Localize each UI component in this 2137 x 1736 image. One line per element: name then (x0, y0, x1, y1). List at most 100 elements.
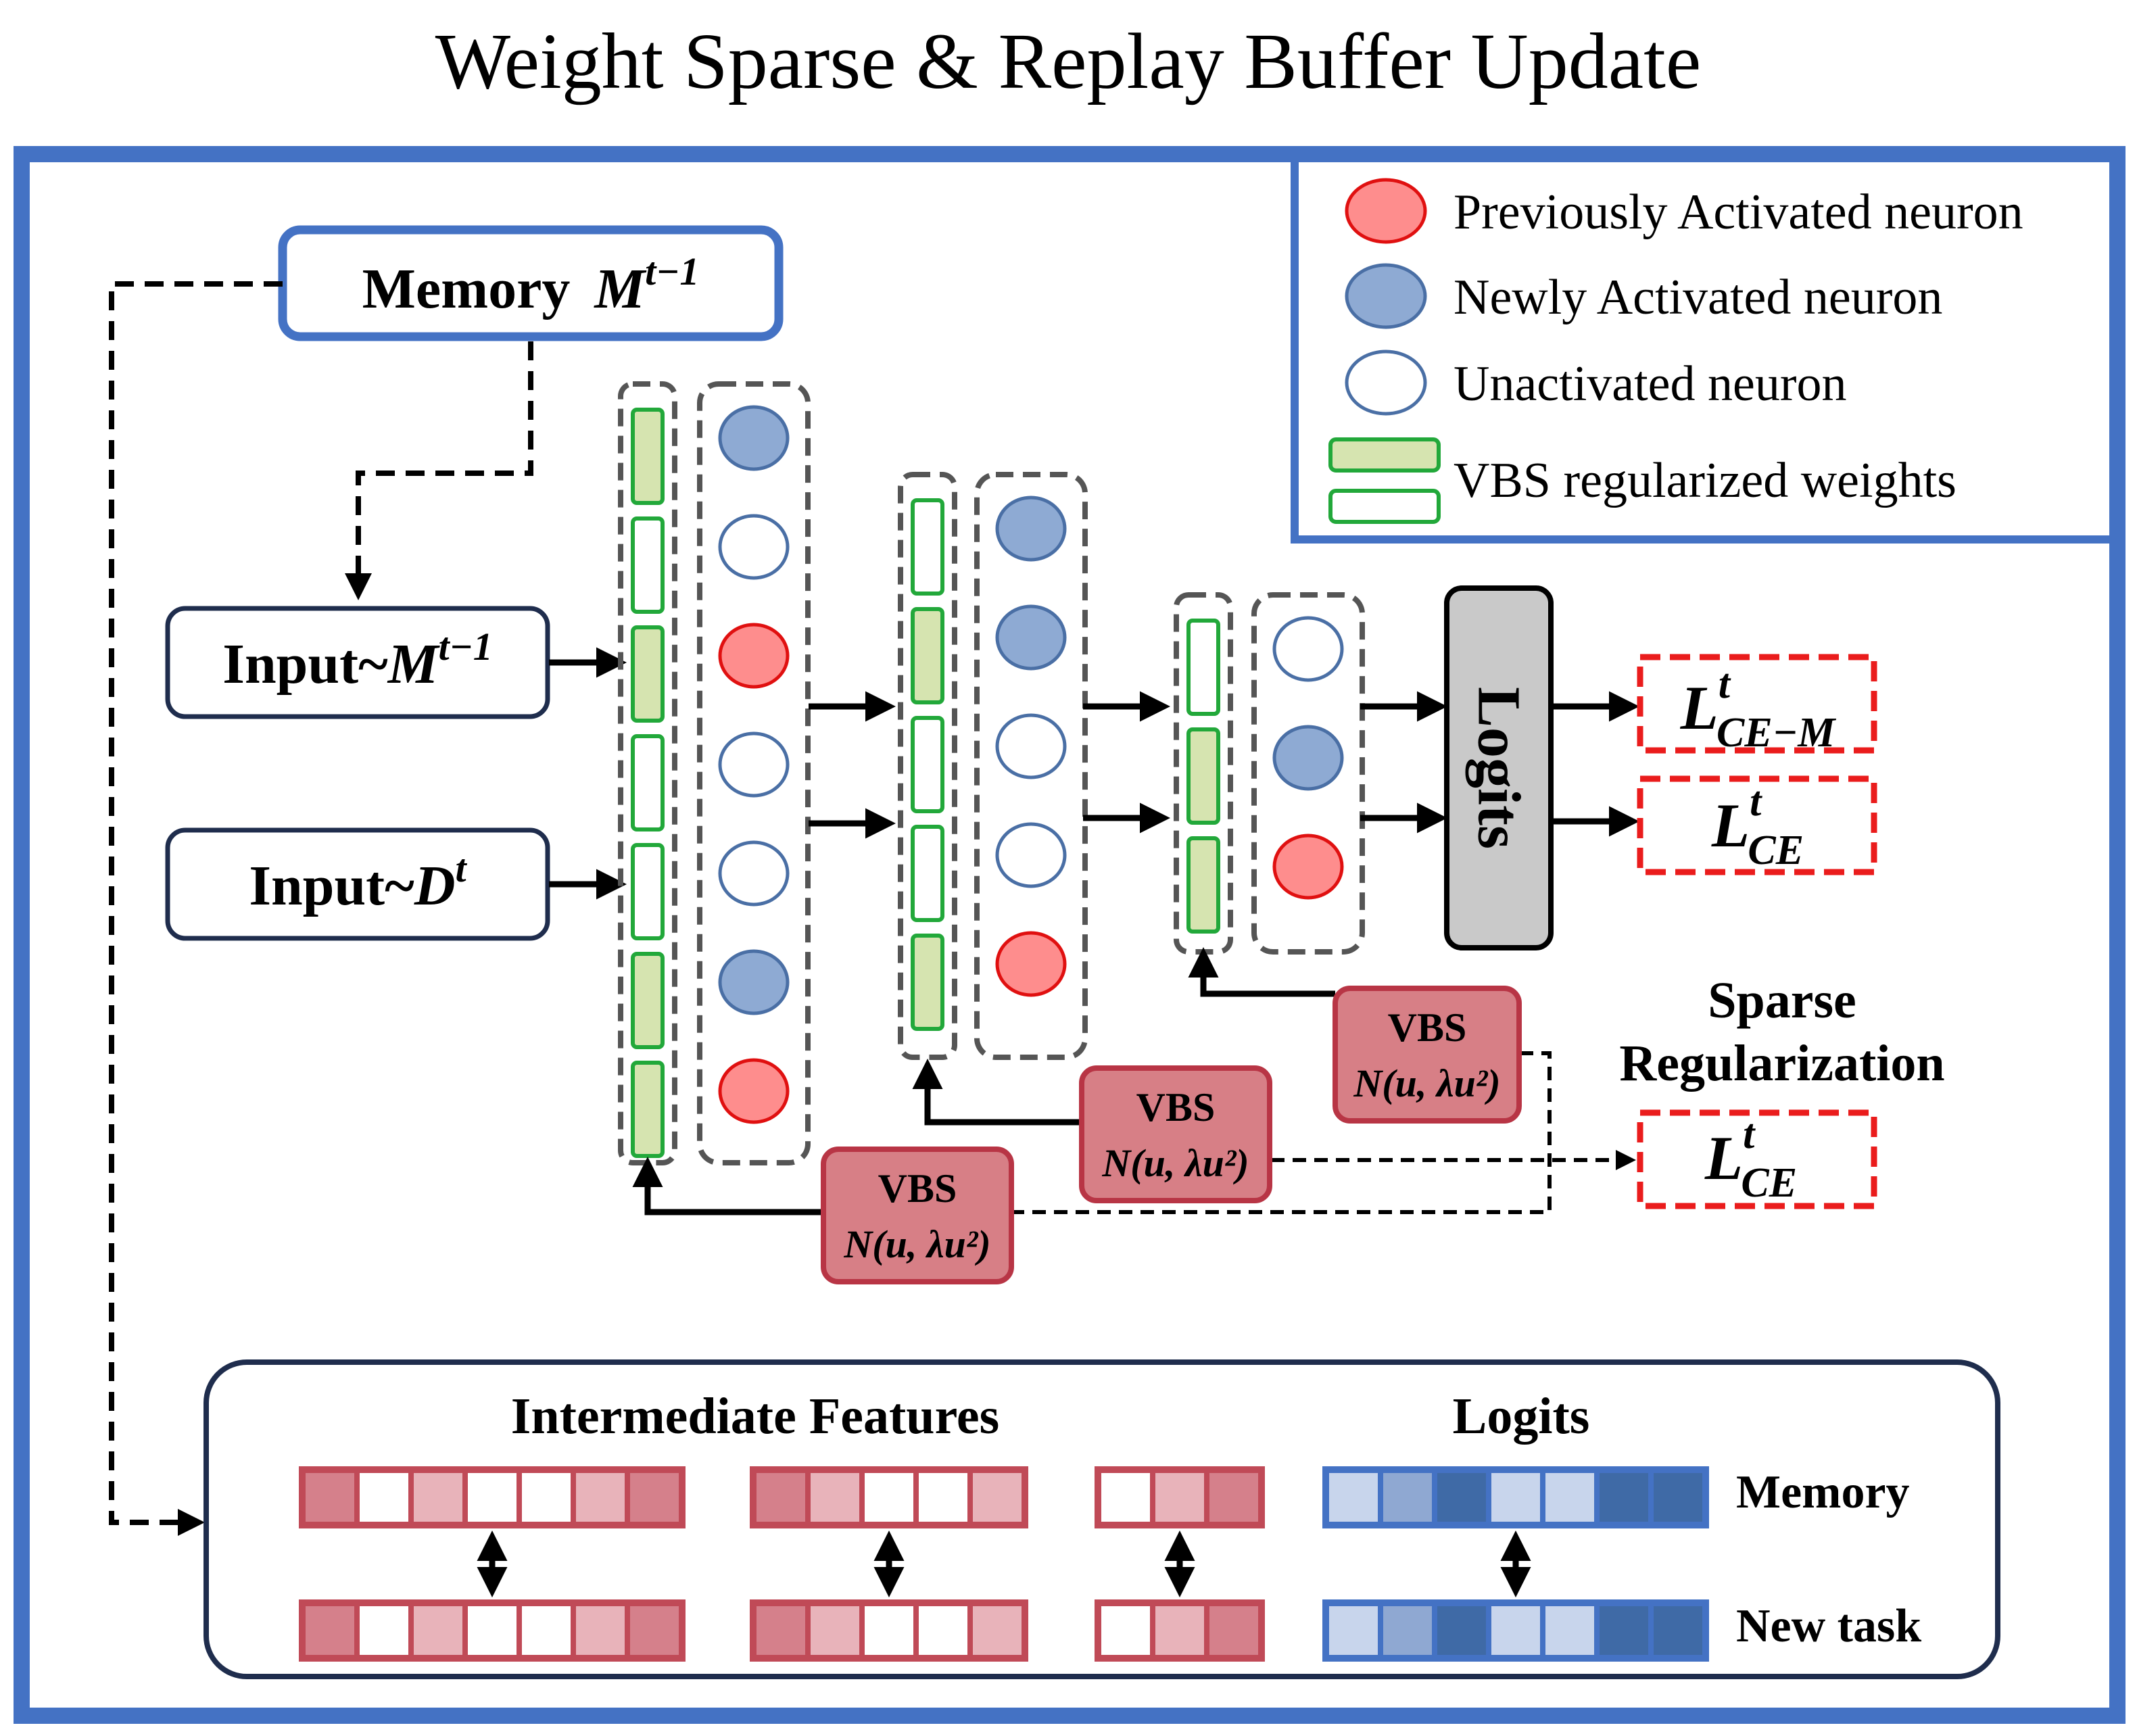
feature-cell-1-2-5 (522, 1606, 571, 1655)
vbs-box-2: VBS N(u, λu²) (1079, 1065, 1272, 1203)
layer-1-neuron-6-newly (718, 949, 790, 1015)
legend-previously-label: Previously Activated neuron (1454, 185, 2023, 240)
layer-1-weight-6 (631, 952, 665, 1049)
svg-text:VBS: VBS (1136, 1085, 1216, 1130)
loss-ce-m-box (1637, 654, 1877, 754)
layer-3-weight-2 (1186, 727, 1220, 825)
feature-cell-1-2-1 (306, 1606, 354, 1655)
layer-1-neuron-2-unactivated (718, 514, 790, 580)
layer-1-weight-1 (631, 408, 665, 505)
feature-cell-1-2-6 (576, 1606, 625, 1655)
legend-unactivated-icon (1345, 349, 1427, 416)
outer-frame (14, 146, 2126, 1724)
layer-3-weight-3 (1186, 836, 1220, 934)
svg-text:N(u, λu²): N(u, λu²) (843, 1222, 990, 1266)
logits-block-label: Logits (1466, 687, 1533, 849)
layer-3-neuron-2-newly (1272, 725, 1344, 791)
loss-sparse-box (1637, 1109, 1877, 1209)
legend-newly-icon (1345, 263, 1427, 329)
vbs-box-3: VBS N(u, λu²) (1332, 986, 1522, 1124)
layer-1-neuron-group (697, 381, 811, 1165)
layer-2-weight-2 (911, 607, 944, 704)
layer-2-neuron-4-unactivated (995, 822, 1067, 888)
feature-cell-2-2-3 (865, 1606, 913, 1655)
layer-1-neuron-5-unactivated (718, 840, 790, 907)
sparse-reg-line2: Regularization (1619, 1035, 1944, 1092)
legend-newly-label: Newly Activated neuron (1454, 270, 1942, 325)
vbs-dashed-merge (1011, 1051, 1552, 1214)
logit-cell-2-1 (1329, 1606, 1378, 1655)
logit-cell-2-3 (1437, 1606, 1486, 1655)
logit-cell-2-5 (1545, 1606, 1594, 1655)
logit-cell-1-5 (1545, 1473, 1594, 1522)
layer-3-weight-1 (1186, 619, 1220, 716)
legend-vbs-filled-icon (1328, 437, 1441, 473)
input-memory-label: Input~Mt−1 (222, 625, 492, 696)
feature-cell-1-1-3 (414, 1473, 462, 1522)
layer-1-neuron-3-previously (718, 623, 790, 689)
feature-cell-1-2-3 (414, 1606, 462, 1655)
input-data-box (165, 827, 550, 941)
feature-cell-1-1-1 (306, 1473, 354, 1522)
legend-previously-icon (1345, 178, 1427, 244)
feature-cell-2-2-1 (757, 1606, 805, 1655)
layer-1-weight-3 (631, 625, 665, 723)
sparse-reg-line1: Sparse (1708, 972, 1856, 1029)
layer-2-neuron-group (974, 472, 1088, 1060)
feature-cell-2-2-4 (919, 1606, 967, 1655)
feature-buffers (299, 1466, 1709, 1662)
legend: Previously Activated neuron Newly Activa… (1291, 157, 2115, 544)
svg-text:VBS: VBS (1388, 1005, 1467, 1050)
svg-text:VBS: VBS (878, 1166, 957, 1211)
layer-1-weight-7 (631, 1061, 665, 1158)
layer-2-weight-3 (911, 716, 944, 813)
feature-cell-2-1-5 (973, 1473, 1022, 1522)
layer-1-neuron-7-previously (718, 1058, 790, 1124)
network-layers (618, 381, 1365, 1165)
layer-2-weight-4 (911, 825, 944, 922)
feature-cell-2-1-3 (865, 1473, 913, 1522)
layer-2-neuron-3-unactivated (995, 713, 1067, 779)
input-data-label: Input~Dt (249, 846, 467, 917)
logit-cell-2-2 (1383, 1606, 1432, 1655)
layer-1-weight-group (618, 381, 677, 1165)
vbs-feedback-3 (1188, 947, 1335, 997)
layer-3-neuron-group (1251, 592, 1365, 955)
bottom-logits-title: Logits (1453, 1388, 1590, 1445)
intermediate-features-title: Intermediate Features (511, 1388, 999, 1445)
feature-cell-2-2-5 (973, 1606, 1022, 1655)
logit-cell-1-6 (1600, 1473, 1648, 1522)
layer-1-neuron-4-unactivated (718, 731, 790, 798)
feature-cell-1-1-7 (630, 1473, 679, 1522)
feature-cell-3-2-3 (1209, 1606, 1258, 1655)
replay-connector-to-buffer (109, 281, 283, 1536)
logit-cell-1-3 (1437, 1473, 1486, 1522)
layer-1-weight-4 (631, 734, 665, 831)
layer-arrows (809, 691, 1447, 839)
logit-cell-1-4 (1491, 1473, 1540, 1522)
logit-cell-1-1 (1329, 1473, 1378, 1522)
feature-cell-3-2-2 (1155, 1606, 1204, 1655)
legend-unactivated-label: Unactivated neuron (1454, 356, 1847, 412)
vbs-box-1: VBS N(u, λu²) (821, 1147, 1014, 1284)
svg-text:N(u, λu²): N(u, λu²) (1101, 1141, 1249, 1185)
layer-2-weight-1 (911, 498, 944, 596)
new-task-row-label: New task (1736, 1600, 1921, 1652)
logit-cell-2-6 (1600, 1606, 1648, 1655)
input-memory-box (165, 606, 550, 719)
vbs-feedback-1 (632, 1157, 823, 1215)
layer-3-neuron-1-unactivated (1272, 616, 1344, 682)
feature-cell-3-2-1 (1101, 1606, 1150, 1655)
replay-connector-to-input (345, 341, 533, 600)
feature-cell-2-1-2 (811, 1473, 859, 1522)
feature-cell-1-2-7 (630, 1606, 679, 1655)
layer-2-neuron-2-newly (995, 604, 1067, 671)
logit-cell-2-4 (1491, 1606, 1540, 1655)
layer-1-weight-2 (631, 516, 665, 614)
feature-cell-1-1-6 (576, 1473, 625, 1522)
